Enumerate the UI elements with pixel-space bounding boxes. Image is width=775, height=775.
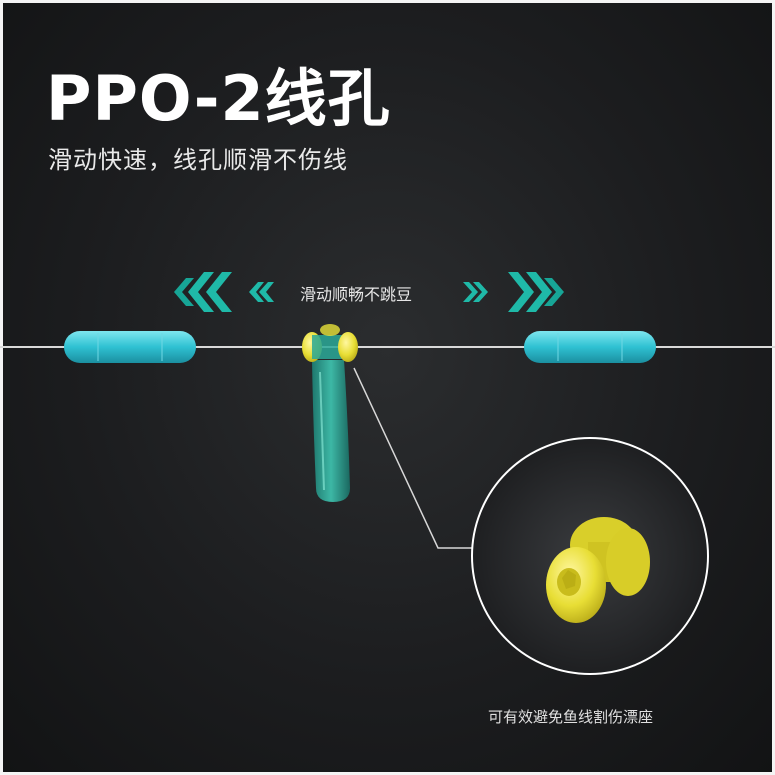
page-title: PPO-2线孔 [46,62,391,135]
zoom-circle [471,437,709,675]
float-right [524,331,656,363]
sliding-label: 滑动顺畅不跳豆 [300,285,413,304]
bead-on-line [302,324,358,362]
bead-closeup [546,517,650,623]
arrows-left-icon [174,272,274,312]
page-subtitle: 滑动快速，线孔顺滑不伤线 [48,146,348,174]
arrows-right-icon [463,272,564,312]
float-left [64,331,196,363]
closeup-caption: 可有效避免鱼线割伤漂座 [488,708,654,726]
float-seat [312,360,350,502]
